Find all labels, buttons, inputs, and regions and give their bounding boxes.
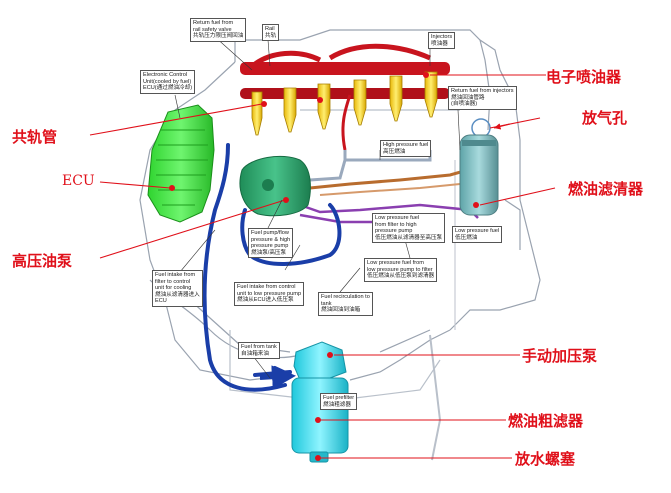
note-ecu-to-lp-pump: Fuel intake from control unit to low pre… — [234, 282, 305, 306]
label-electronic-injector: 电子喷油器 — [546, 68, 622, 86]
note-ecu-cooling: Electronic Control Unit(cooled by fuel) … — [140, 70, 196, 94]
note-lp-pump-to-filter: Low pressure fuel from low pressure pump… — [364, 258, 438, 282]
hp-pump — [239, 155, 311, 217]
fuel-filter-cap — [462, 140, 496, 146]
hand-pump — [293, 341, 347, 381]
label-common-rail: 共轨管 — [12, 128, 58, 146]
marker-dots — [169, 72, 479, 461]
note-lp-filter-to-pump: Low pressure fuel from filter to high pr… — [372, 213, 446, 244]
note-high-pressure-fuel: High pressure fuel 高压燃油 — [380, 140, 432, 158]
injectors — [251, 71, 438, 136]
label-ecu: ECU — [62, 173, 95, 189]
label-arrows — [493, 123, 511, 130]
label-hand-pump: 手动加压泵 — [522, 347, 598, 365]
note-injectors: Injectors 喷油器 — [428, 32, 456, 50]
note-recirculation: Fuel recirculation to tank 燃油回油到油箱 — [318, 292, 373, 316]
label-fuel-filter: 燃油滤清器 — [568, 180, 644, 198]
note-rail: Rail 共轨 — [262, 24, 280, 42]
hp-pump-hub — [262, 179, 274, 191]
note-intake-filter-to-ecu: Fuel intake from filter to control unit … — [152, 270, 203, 307]
label-prefilter: 燃油粗滤器 — [508, 412, 584, 430]
prefilter — [291, 377, 349, 454]
label-vent-hole: 放气孔 — [582, 109, 628, 127]
vent-hole-marker — [471, 118, 491, 138]
label-drain-plug: 放水螺塞 — [515, 450, 576, 468]
ecu-fins — [156, 129, 208, 206]
label-hp-pump: 高压油泵 — [12, 252, 73, 270]
note-fuel-from-tank: Fuel from tank 自油箱来油 — [238, 342, 280, 360]
fuel-line-arrow — [259, 365, 296, 390]
leader-lines — [89, 74, 556, 459]
fuel-filter — [459, 134, 499, 216]
ecu-unit — [147, 104, 215, 223]
note-return-from-injectors: Return fuel from injectors 燃油回油管路 (自喷油器) — [448, 86, 517, 110]
note-low-pressure-fuel: Low pressure fuel 低压燃油 — [452, 226, 503, 244]
note-fuel-prefilter: Fuel prefilter 燃油粗滤器 — [320, 393, 358, 411]
return-fuel-line-2 — [319, 183, 461, 196]
common-rail — [240, 43, 450, 151]
note-rail-safety-valve: Return fuel from rail safety valve 共轨压力限… — [190, 18, 247, 42]
note-pump-pressure: Fuel pump/flow pressure & high pressure … — [248, 228, 294, 259]
